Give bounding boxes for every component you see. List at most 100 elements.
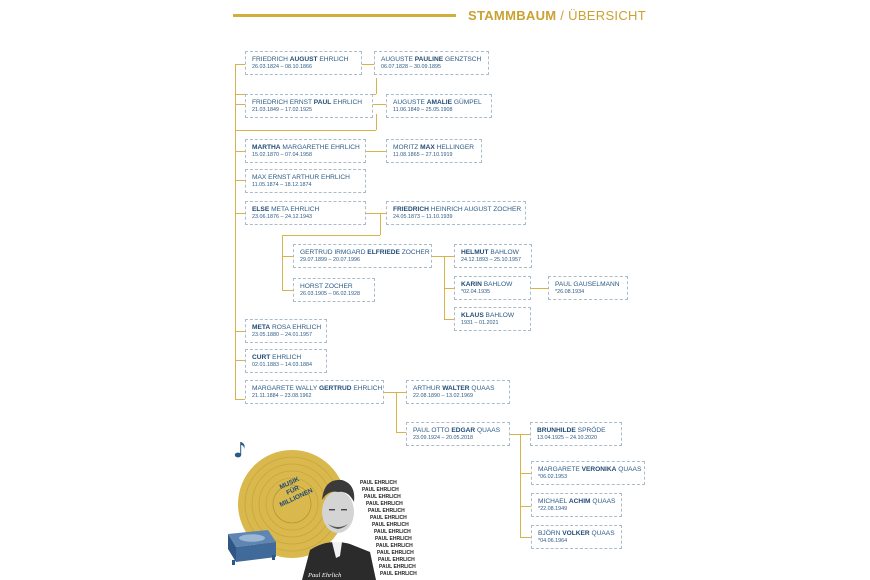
person-name: MAX ERNST ARTHUR EHRLICH: [252, 173, 359, 182]
person-box: MARGARETE WALLY GERTRUD EHRLICH 21.11.18…: [245, 380, 384, 404]
person-box: KARIN BAHLOW *02.04.1935: [454, 276, 531, 300]
name-part: BAHLOW: [483, 312, 515, 319]
name-part: META EHRLICH: [269, 206, 320, 213]
person-box: GERTRUD IRMGARD ELFRIEDE ZOCHER 29.07.18…: [293, 244, 432, 268]
connector: [235, 151, 245, 152]
pattern-line: PAUL EHRLICH: [362, 487, 399, 493]
person-box: ELSE META EHRLICH 23.06.1876 – 24.12.194…: [245, 201, 366, 225]
person-dates: 21.11.1884 – 23.08.1962: [252, 393, 312, 399]
person-name: PAUL OTTO EDGAR QUAAS: [413, 426, 503, 435]
person-name: KLAUS BAHLOW: [461, 311, 524, 320]
name-part: MARGARETE: [538, 466, 582, 473]
connector: [444, 319, 454, 320]
name-part: MARGARETHE EHRLICH: [280, 144, 360, 151]
name-emphasis: META: [252, 324, 271, 331]
person-name: FRIEDRICH ERNST PAUL EHRLICH: [252, 98, 366, 107]
name-part: EHRLICH: [317, 56, 349, 63]
connector: [396, 432, 406, 433]
person-dates: *02.04.1935: [461, 289, 491, 295]
person-name: HELMUT BAHLOW: [461, 248, 525, 257]
title-sub: ÜBERSICHT: [568, 8, 646, 23]
connector: [235, 331, 245, 332]
portrait: [302, 479, 376, 580]
connector: [282, 290, 293, 291]
person-dates: 13.04.1925 – 24.10.2020: [537, 435, 597, 441]
connector: [362, 64, 374, 65]
connector: [235, 180, 245, 181]
connector: [366, 151, 386, 152]
header-rule: [233, 14, 456, 17]
name-emphasis: WALTER: [442, 385, 470, 392]
name-part: EHRLICH: [331, 99, 363, 106]
person-box: ARTHUR WALTER QUAAS 22.08.1890 – 13.02.1…: [406, 380, 510, 404]
signature: Paul Ehrlich: [307, 572, 341, 579]
name-part: BAHLOW: [481, 281, 513, 288]
name-emphasis: VERONIKA: [581, 466, 617, 473]
person-name: FRIEDRICH AUGUST EHRLICH: [252, 55, 355, 64]
person-dates: *04.06.1964: [538, 538, 568, 544]
person-dates: *06.02.1953: [538, 474, 568, 480]
name-part: QUAAS: [589, 530, 615, 537]
name-emphasis: AMALIE: [426, 99, 452, 106]
name-part: HORST ZOCHER: [300, 283, 353, 290]
name-part: MICHAEL: [538, 498, 569, 505]
person-name: BRUNHILDE SPRÖDE: [537, 426, 615, 435]
person-dates: *22.08.1949: [538, 506, 568, 512]
connector: [380, 213, 381, 235]
person-dates: 15.02.1870 – 07.04.1958: [252, 152, 312, 158]
page-title: STAMMBAUM / ÜBERSICHT: [468, 8, 646, 23]
name-part: QUAAS: [590, 498, 616, 505]
person-name: KARIN BAHLOW: [461, 280, 524, 289]
name-part: ARTHUR: [413, 385, 443, 392]
name-emphasis: ELFRIEDE: [367, 249, 400, 256]
person-name: AUGUSTE PAULINE GENZTSCH: [381, 55, 482, 64]
person-name: BJÖRN VOLKER QUAAS: [538, 529, 615, 538]
name-part: QUAAS: [469, 385, 495, 392]
name-emphasis: PAUL: [313, 99, 332, 106]
connector: [396, 392, 397, 432]
pattern-line: PAUL EHRLICH: [375, 536, 412, 542]
person-box: META ROSA EHRLICH 23.05.1880 – 24.01.195…: [245, 319, 327, 343]
name-emphasis: GERTRUD: [318, 385, 352, 392]
pattern-line: PAUL EHRLICH: [370, 515, 407, 521]
connector: [235, 360, 245, 361]
pattern-line: PAUL EHRLICH: [372, 522, 409, 528]
name-emphasis: HELMUT: [461, 249, 489, 256]
person-name: MARGARETE WALLY GERTRUD EHRLICH: [252, 384, 382, 393]
person-dates: 11.08.1865 – 27.10.1919: [393, 152, 453, 158]
person-dates: 23.06.1876 – 24.12.1943: [252, 214, 312, 220]
connector: [235, 213, 245, 214]
name-part: ROSA EHRLICH: [270, 324, 322, 331]
name-part: EHRLICH: [351, 385, 383, 392]
connector: [366, 213, 386, 214]
person-dates: 23.05.1880 – 24.01.1957: [252, 332, 312, 338]
person-dates: 11.06.1849 – 25.05.1908: [393, 107, 453, 113]
person-dates: 1931 – 01.2021: [461, 320, 499, 326]
name-part: ZOCHER: [399, 249, 430, 256]
music-note-icon: [234, 442, 245, 458]
name-emphasis: MAX: [420, 144, 435, 151]
name-part: GENZTSCH: [443, 56, 482, 63]
connector: [384, 392, 406, 393]
person-dates: 24.12.1893 – 25.10.1957: [461, 257, 521, 263]
name-emphasis: ELSE: [252, 206, 270, 213]
person-name: FRIEDRICH HEINRICH AUGUST ZOCHER: [393, 205, 521, 214]
connector: [520, 473, 531, 474]
person-dates: 23.09.1924 – 20.05.2018: [413, 435, 473, 441]
person-dates: 02.01.1883 – 14.03.1884: [252, 362, 312, 368]
name-part: HELLINGER: [434, 144, 474, 151]
name-emphasis: AUGUST: [289, 56, 318, 63]
name-part: AUGUSTE: [381, 56, 415, 63]
person-name: MICHAEL ACHIM QUAAS: [538, 497, 615, 506]
name-part: MARGARETE WALLY: [252, 385, 319, 392]
connector: [520, 537, 531, 538]
person-box: HELMUT BAHLOW 24.12.1893 – 25.10.1957: [454, 244, 532, 268]
name-part: QUAAS: [616, 466, 642, 473]
name-emphasis: EDGAR: [451, 427, 476, 434]
person-name: AUGUSTE AMALIE GÜMPEL: [393, 98, 485, 107]
person-dates: 22.08.1890 – 13.02.1969: [413, 393, 473, 399]
person-dates: 06.07.1828 – 30.09.1895: [381, 64, 441, 70]
name-emphasis: KLAUS: [461, 312, 484, 319]
person-name: GERTRUD IRMGARD ELFRIEDE ZOCHER: [300, 248, 430, 257]
